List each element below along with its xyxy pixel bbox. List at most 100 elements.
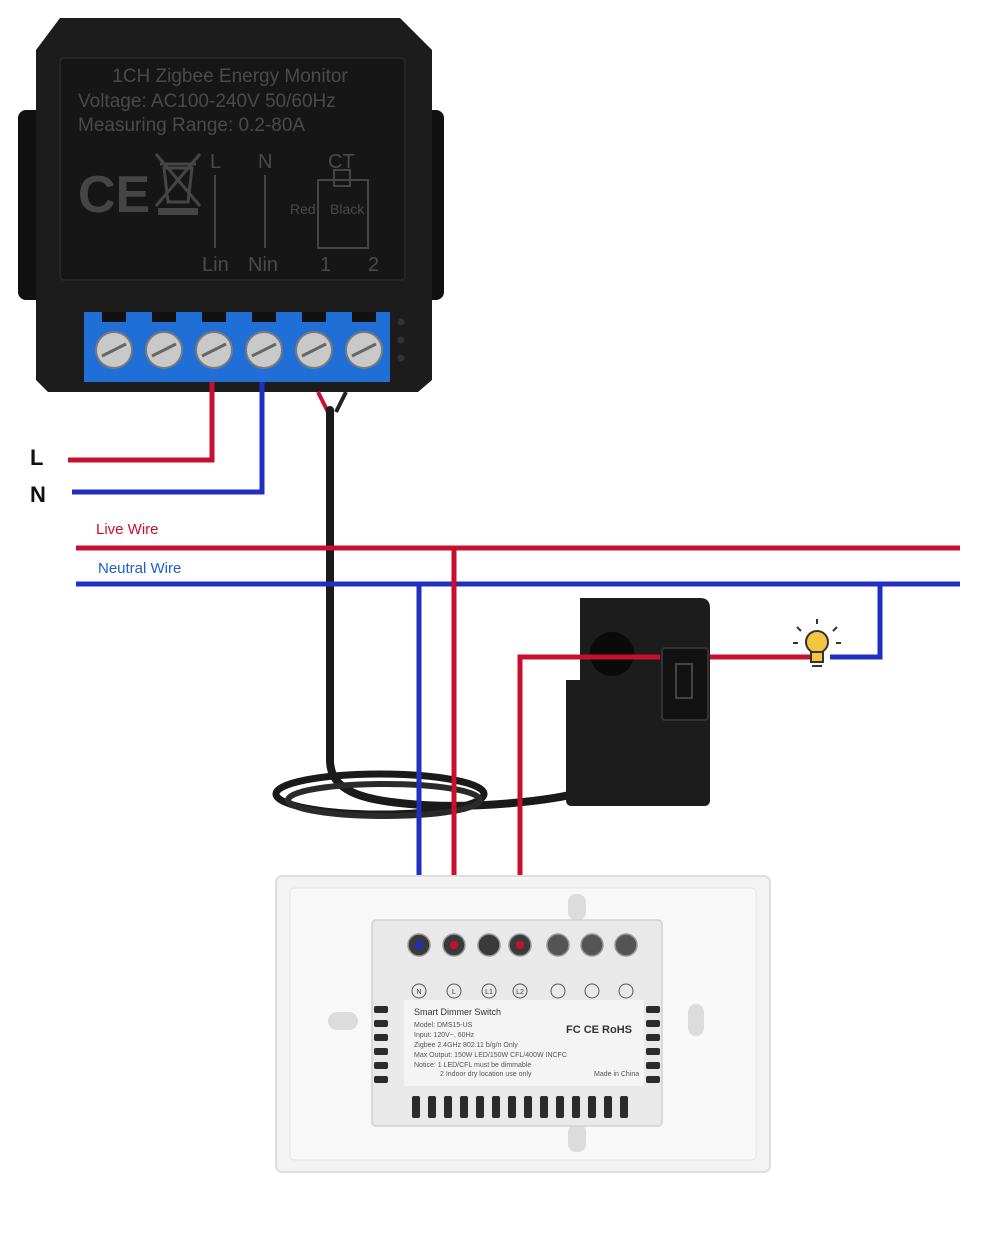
switch-terminal-label: N bbox=[416, 989, 421, 996]
switch-terminal-marker bbox=[618, 983, 634, 999]
housing-vents-bottom bbox=[412, 1096, 628, 1118]
screw-slot bbox=[102, 312, 126, 322]
housing-vent bbox=[646, 1076, 660, 1083]
switch-terminal-marker bbox=[446, 983, 462, 999]
made-in-label: Made in China bbox=[594, 1071, 639, 1078]
housing-vent bbox=[374, 1048, 388, 1055]
housing-vent bbox=[374, 1076, 388, 1083]
load-neutral-wire bbox=[830, 584, 883, 660]
neutral-wire-label: Neutral Wire bbox=[98, 560, 181, 577]
switch-terminal-marker bbox=[411, 983, 427, 999]
screw-slot bbox=[352, 312, 376, 322]
mount-slot-top bbox=[568, 894, 586, 920]
housing-vent bbox=[540, 1096, 548, 1118]
legend-l: L bbox=[210, 151, 221, 173]
housing-vent bbox=[508, 1096, 516, 1118]
module-title: 1CH Zigbee Energy Monitor bbox=[112, 66, 348, 87]
housing-vent bbox=[646, 1020, 660, 1027]
housing-vent bbox=[444, 1096, 452, 1118]
switch-name: Smart Dimmer Switch bbox=[414, 1007, 501, 1017]
screw-slot bbox=[302, 312, 326, 322]
screw-groove bbox=[101, 342, 127, 358]
housing-vent bbox=[374, 1062, 388, 1069]
switch-terminal-label: L1 bbox=[485, 989, 493, 996]
screw-groove bbox=[301, 342, 327, 358]
housing-vent bbox=[646, 1034, 660, 1041]
lightbulb-icon bbox=[793, 619, 841, 667]
screw-slot bbox=[252, 312, 276, 322]
terminal-legend bbox=[214, 169, 369, 249]
neutral-terminal-wire bbox=[415, 941, 423, 949]
switch-model: Model: DMS15-US bbox=[414, 1022, 473, 1029]
housing-vent bbox=[374, 1034, 388, 1041]
ct-cable-core-black bbox=[334, 391, 348, 413]
live-wire-label: Live Wire bbox=[96, 521, 159, 538]
housing-vent bbox=[588, 1096, 596, 1118]
housing-vent bbox=[646, 1062, 660, 1069]
ce-mark: CE bbox=[78, 166, 150, 224]
mount-slot-left bbox=[328, 1012, 358, 1030]
weee-bin-icon bbox=[154, 153, 202, 215]
switch-terminal-screw bbox=[614, 933, 638, 957]
legend-n: N bbox=[258, 151, 272, 173]
switch-terminal-screw bbox=[546, 933, 570, 957]
switch-output: Max Output: 150W LED/150W CFL/400W INCFC bbox=[414, 1052, 567, 1059]
status-led bbox=[397, 354, 405, 362]
housing-vent bbox=[460, 1096, 468, 1118]
screw-slot bbox=[152, 312, 176, 322]
switch-terminal-marker bbox=[481, 983, 497, 999]
legend-lin: Lin bbox=[202, 254, 229, 276]
switch-terminal-label: L bbox=[452, 989, 456, 996]
switch-radio: Zigbee 2.4GHz 802.11 b/g/n Only bbox=[414, 1042, 518, 1049]
energy-monitor-module: 1CH Zigbee Energy Monitor Voltage: AC100… bbox=[18, 18, 444, 392]
switch-terminal-screw bbox=[477, 933, 501, 957]
screw-groove bbox=[251, 342, 277, 358]
screw-groove bbox=[351, 342, 377, 358]
legend-ct: CT bbox=[328, 151, 355, 173]
main-lines: Live Wire Neutral Wire bbox=[76, 521, 960, 587]
module-range: Measuring Range: 0.2-80A bbox=[78, 115, 305, 136]
feed-neutral-wire bbox=[72, 382, 265, 495]
switch-wire-ends bbox=[415, 941, 524, 949]
switch-input: Input: 120V~, 60Hz bbox=[414, 1032, 475, 1039]
ct-clamp-latch-slot bbox=[675, 663, 693, 699]
housing-vent bbox=[492, 1096, 500, 1118]
status-led bbox=[397, 318, 405, 326]
housing-vent bbox=[604, 1096, 612, 1118]
screw-groove bbox=[201, 342, 227, 358]
housing-vent bbox=[620, 1096, 628, 1118]
l2-terminal-wire bbox=[516, 941, 524, 949]
feed-n-label: N bbox=[30, 482, 46, 507]
certification-marks: FC CE RoHS bbox=[566, 1024, 632, 1036]
ct-clamp-aperture bbox=[590, 632, 634, 676]
legend-ct1: 1 bbox=[320, 254, 331, 276]
switch-spec-label bbox=[404, 1000, 644, 1086]
terminal-screws bbox=[95, 312, 383, 369]
legend-nin: Nin bbox=[248, 254, 278, 276]
housing-vent bbox=[572, 1096, 580, 1118]
mount-slot-right bbox=[688, 1004, 704, 1036]
housing-vent bbox=[556, 1096, 564, 1118]
mount-slot-bottom bbox=[568, 1124, 586, 1152]
housing-vent bbox=[524, 1096, 532, 1118]
ct-clamp-latch bbox=[661, 647, 709, 721]
switch-terminal-marker bbox=[584, 983, 600, 999]
housing-vent bbox=[646, 1048, 660, 1055]
feed-wires: L N bbox=[30, 382, 265, 507]
ct-cable-coil bbox=[285, 781, 483, 819]
switch-terminal-marker bbox=[512, 983, 528, 999]
ct-cable-line bbox=[326, 406, 584, 810]
screw-groove bbox=[151, 342, 177, 358]
housing-vent bbox=[412, 1096, 420, 1118]
housing-vent bbox=[374, 1020, 388, 1027]
ct-clamp bbox=[520, 598, 710, 806]
live-terminal-wire bbox=[450, 941, 458, 949]
feed-l-label: L bbox=[30, 445, 43, 470]
screw-slot bbox=[202, 312, 226, 322]
module-voltage: Voltage: AC100-240V 50/60Hz bbox=[78, 91, 336, 112]
terminal-block bbox=[84, 312, 390, 382]
status-led bbox=[397, 336, 405, 344]
